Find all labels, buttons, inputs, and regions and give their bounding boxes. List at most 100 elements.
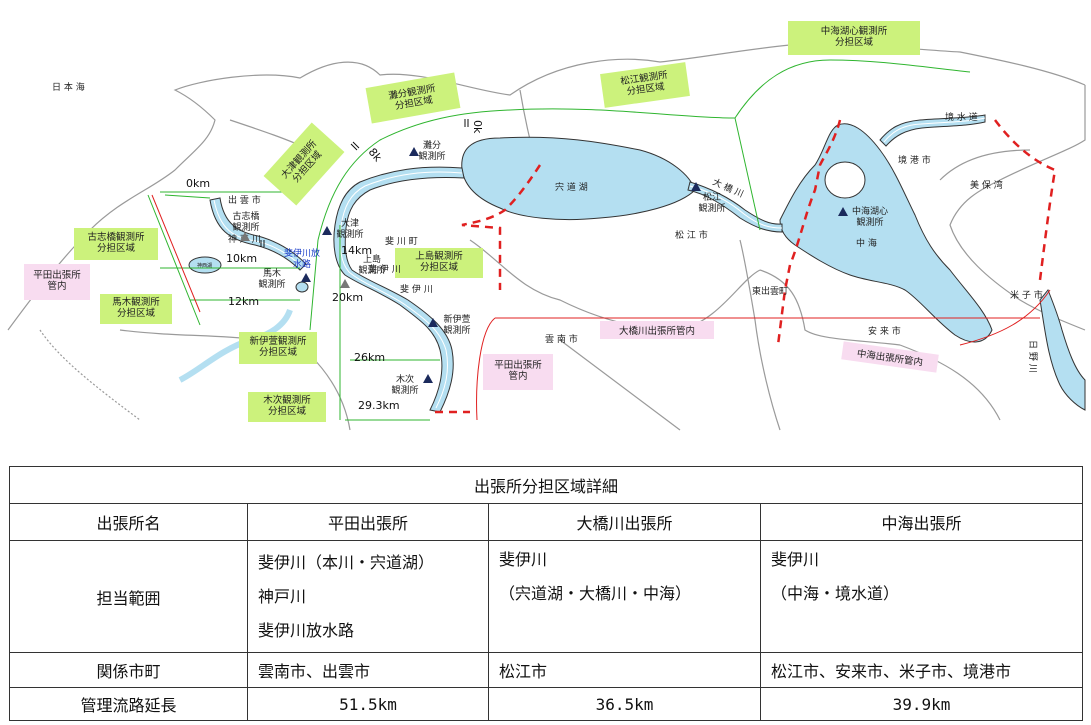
station-kamishima-label: 上島観測所	[358, 253, 385, 276]
scope-nakaumi-line: （中海・境水道）	[771, 584, 900, 603]
water-bodies	[178, 114, 1086, 413]
city-higashi-izumo: 東出雲町	[752, 285, 788, 297]
office-detail-table: 出張所分担区域詳細 出張所名 平田出張所 大橋川出張所 中海出張所 担当範囲 斐…	[8, 466, 1084, 721]
office-ohashi: 大橋川出張所管内	[619, 325, 695, 337]
city-matsue: 松 江 市	[675, 229, 708, 241]
station-shiniito-label: 新伊萱観測所	[443, 313, 470, 336]
km-20: 20km	[332, 291, 363, 304]
station-nakaumiko-label: 中海湖心観測所	[852, 205, 888, 228]
header-hirata: 平田出張所	[247, 503, 489, 541]
lake-daikon-island	[824, 161, 866, 199]
km-0-west: 0km	[186, 177, 210, 190]
lake-nakaumi-label: 中 海	[856, 237, 877, 249]
river-hino-label: 日 野 川	[1027, 340, 1038, 373]
pond-small	[295, 281, 309, 293]
river-management-map: 中海湖心観測所分担区域 松江観測所分担区域 灘分観測所分担区域 大津観測所分担区…	[7, 21, 1086, 431]
zone-nakaumi-center: 中海湖心観測所分担区域	[821, 25, 888, 48]
diversion-label: 斐伊川放水路	[284, 247, 320, 270]
station-maki-label: 馬木観測所	[258, 267, 285, 290]
waterway-sakai-label: 境 水 道	[945, 111, 978, 123]
boundary-1	[39, 329, 141, 421]
city-yonago: 米 子 市	[1010, 289, 1043, 301]
station-kitsugi-label: 木次観測所	[391, 373, 418, 396]
km-0-east: 0k	[471, 120, 484, 134]
boundary-9	[559, 339, 681, 431]
bay-miho: 美 保 湾	[970, 179, 1003, 191]
station-furushibashi-marker	[240, 232, 250, 241]
river-hii-upper-label: 斐 伊 川	[368, 263, 401, 275]
zone-maki: 馬木観測所分担区域	[112, 296, 160, 319]
boundary-3	[469, 239, 761, 331]
river-hii-main	[333, 166, 465, 413]
header-ohashi: 大橋川出張所	[488, 503, 761, 541]
header-nakaumi: 中海出張所	[759, 503, 1084, 541]
coastline-east	[949, 85, 1086, 331]
lake-jinzai-label: 神西湖	[197, 262, 212, 269]
scope-hirata-line: 斐伊川放水路	[258, 620, 355, 640]
city-izumo: 出 雲 市	[228, 194, 261, 206]
office-boundaries	[435, 119, 1057, 414]
city-hikawa: 斐 川 町	[385, 235, 418, 247]
scope-hirata-line: 斐伊川（本川・宍道湖）	[258, 552, 435, 572]
office-hirata-bottom: 平田出張所管内	[494, 359, 542, 382]
km-10: 10km	[226, 252, 257, 265]
place-names: 日 本 海 出 雲 市 斐 川 町 松 江 市 雲 南 市 東出雲町 安 来 市…	[52, 81, 1043, 373]
scope-ohashi-line: 斐伊川	[499, 550, 548, 569]
river-hii-lower-label: 斐 伊 川	[400, 283, 433, 295]
river-hino	[1039, 289, 1086, 411]
station-nadawake-marker	[409, 147, 419, 156]
city-unnan: 雲 南 市	[545, 333, 578, 345]
office-hirata-left: 平田出張所管内	[33, 269, 81, 292]
lake-jinzai	[188, 256, 222, 274]
row-label-scope: 担当範囲	[9, 540, 248, 653]
station-nakaumiko-marker	[838, 207, 848, 216]
lake-nakaumi	[779, 123, 993, 343]
boundary-10	[899, 344, 1001, 421]
cities-ohashi: 松江市	[488, 652, 761, 688]
range-line-left	[151, 194, 201, 313]
zone-shiniito: 新伊萱観測所分担区域	[249, 335, 307, 358]
row-label-length: 管理流路延長	[9, 687, 248, 721]
river-kando	[209, 197, 307, 271]
sea-label: 日 本 海	[52, 81, 85, 93]
zone-lines	[147, 59, 971, 421]
station-matsue-label: 松江観測所	[698, 191, 725, 214]
station-furushibashi-label: 古志橋観測所	[232, 210, 259, 233]
river-centerlines	[213, 117, 986, 409]
scope-hirata: 斐伊川（本川・宍道湖） 神戸川 斐伊川放水路	[247, 540, 489, 653]
km-12: 12km	[228, 295, 259, 308]
zone-kamishima: 上島観測所分担区域	[415, 250, 463, 273]
zone-kitsugi: 木次観測所分担区域	[263, 394, 311, 417]
station-maki-marker	[301, 273, 311, 282]
lake-shinji	[461, 136, 696, 221]
zone-furushibashi: 古志橋観測所分担区域	[87, 231, 145, 254]
boundary-7	[939, 149, 1031, 181]
km-26: 26km	[354, 351, 385, 364]
km-ticks	[260, 119, 469, 247]
station-kamishima-marker	[340, 279, 350, 288]
station-otsu-label: 大津観測所	[336, 217, 363, 240]
length-ohashi: 36.5km	[488, 687, 761, 721]
scope-ohashi-line: （宍道湖・大橋川・中海）	[499, 584, 692, 603]
station-kitsugi-marker	[423, 374, 433, 383]
station-otsu-marker	[322, 226, 332, 235]
cities-hirata: 雲南市、出雲市	[247, 652, 489, 688]
scope-ohashi: 斐伊川 （宍道湖・大橋川・中海）	[488, 540, 761, 653]
boundary-6	[739, 239, 781, 431]
station-matsue-marker	[691, 182, 701, 191]
cities-nakaumi: 松江市、安来市、米子市、境港市	[759, 652, 1084, 688]
row-label-cities: 関係市町	[9, 652, 248, 688]
scope-nakaumi: 斐伊川 （中海・境水道）	[759, 540, 1084, 653]
scope-hirata-line: 神戸川	[258, 586, 307, 606]
station-shiniito-marker	[428, 318, 438, 327]
city-sakaiminato: 境 港 市	[898, 154, 931, 166]
office-arrows	[476, 289, 1051, 421]
zone-labels: 中海湖心観測所分担区域 松江観測所分担区域 灘分観測所分担区域 大津観測所分担区…	[74, 21, 920, 422]
length-nakaumi: 39.9km	[759, 687, 1084, 721]
city-yasugi: 安 来 市	[868, 325, 901, 337]
km-14: 14km	[341, 244, 372, 257]
table-title: 出張所分担区域詳細	[8, 466, 1084, 504]
office-labels: 平田出張所管内 平田出張所管内 大橋川出張所管内 中海出張所管内	[24, 264, 939, 390]
stations: 古志橋観測所 馬木観測所 大津観測所 上島観測所 灘分観測所 松江観測所 中海湖…	[232, 139, 888, 396]
header-office-name: 出張所名	[9, 503, 248, 541]
